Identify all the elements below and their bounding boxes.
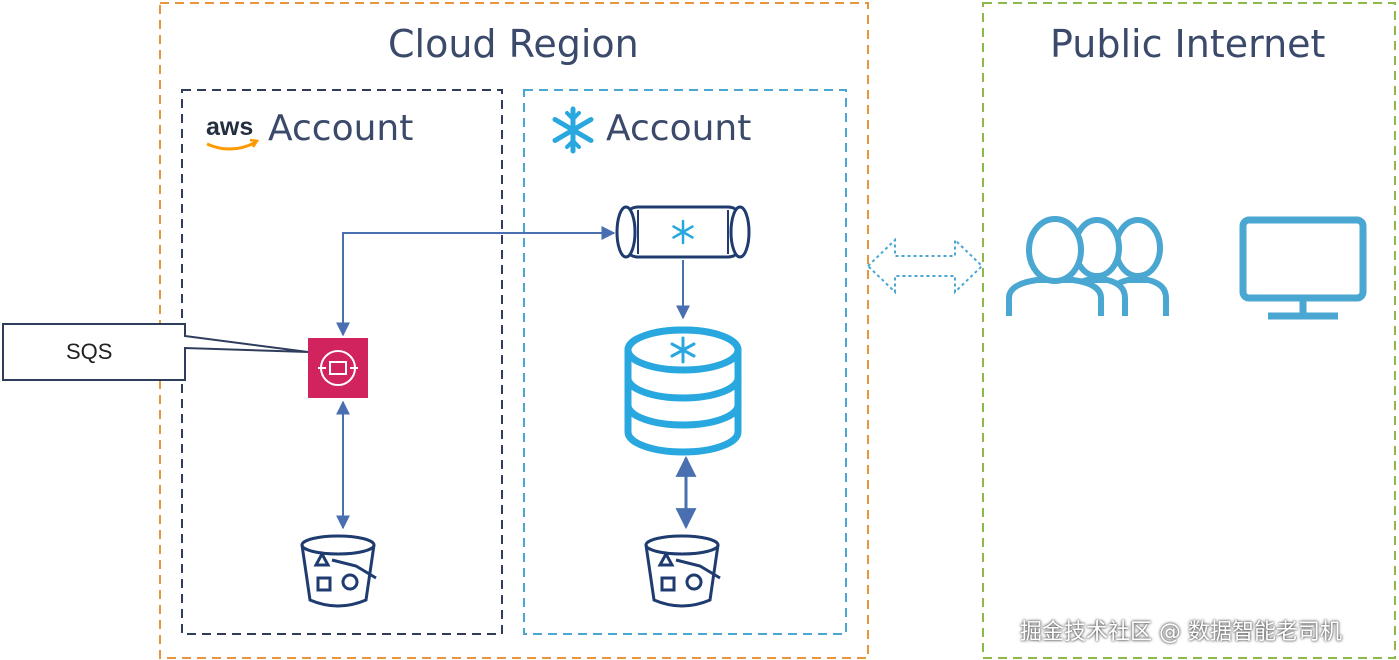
sqs-callout-label: SQS <box>66 339 113 364</box>
snowflake-stage-bucket-icon <box>644 534 721 608</box>
snowflake-database-icon <box>624 326 742 456</box>
watermark: 掘金技术社区 @ 数据智能老司机 <box>1020 620 1342 645</box>
sqs-icon <box>308 338 368 398</box>
monitor-icon <box>1239 216 1367 320</box>
internet-connection-arrow <box>866 237 984 295</box>
public-internet-box <box>982 2 1396 659</box>
public-internet-title: Public Internet <box>1050 22 1326 66</box>
aws-account-title: Account <box>268 108 414 149</box>
aws-smile-icon <box>206 140 257 151</box>
snowflake-account-box <box>523 89 847 635</box>
snowflake-account-title: Account <box>606 108 752 149</box>
cloud-region-box <box>159 2 869 659</box>
snowflake-logo-icon <box>552 106 594 154</box>
snowpipe-icon <box>615 205 751 259</box>
cloud-region-title: Cloud Region <box>388 22 639 66</box>
sqs-to-pipe-arrow <box>336 226 616 337</box>
aws-logo: aws <box>206 113 254 141</box>
sqs-callout <box>2 323 309 381</box>
aws-s3-bucket-icon <box>300 534 377 608</box>
users-icon <box>1006 216 1169 316</box>
